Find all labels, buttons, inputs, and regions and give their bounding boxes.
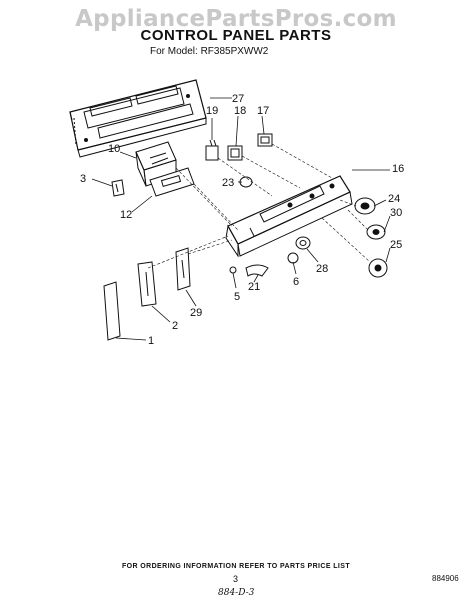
part-18-block bbox=[227, 145, 243, 161]
callout-28: 28 bbox=[316, 263, 328, 275]
part-code: 884906 bbox=[432, 574, 459, 583]
page-title: CONTROL PANEL PARTS bbox=[140, 27, 332, 44]
part-25-knob bbox=[368, 258, 388, 278]
part-5-screw bbox=[229, 266, 237, 274]
part-6-screw bbox=[287, 252, 299, 264]
assembly-lines bbox=[147, 143, 371, 269]
part-27-rear-panel bbox=[69, 79, 207, 158]
page-number: 3 bbox=[233, 574, 239, 584]
part-19-switch bbox=[205, 139, 219, 161]
callout-6: 6 bbox=[293, 276, 299, 288]
part-28-bushing bbox=[295, 236, 311, 250]
leader-lines bbox=[91, 97, 391, 341]
part-24-knob bbox=[354, 197, 376, 215]
callout-25: 25 bbox=[390, 239, 402, 251]
part-12-lens bbox=[149, 167, 195, 197]
callout-1: 1 bbox=[148, 335, 154, 347]
callout-12: 12 bbox=[120, 209, 132, 221]
callout-10: 10 bbox=[108, 143, 120, 155]
callout-2: 2 bbox=[172, 320, 178, 332]
callout-29: 29 bbox=[190, 307, 202, 319]
part-1-end-cap bbox=[103, 281, 121, 341]
part-21-bracket bbox=[245, 264, 269, 277]
handwritten-code: 884-D-3 bbox=[218, 588, 255, 598]
part-3-clip bbox=[111, 179, 125, 197]
part-30-knob bbox=[366, 224, 386, 240]
callout-18: 18 bbox=[234, 105, 246, 117]
part-17-block bbox=[257, 133, 273, 147]
callout-19: 19 bbox=[206, 105, 218, 117]
model-line: For Model: RF385PXWW2 bbox=[150, 46, 269, 57]
callout-16: 16 bbox=[392, 163, 404, 175]
callout-23: 23 bbox=[222, 177, 234, 189]
callout-21: 21 bbox=[248, 281, 260, 293]
callout-30: 30 bbox=[390, 207, 402, 219]
watermark: AppliancePartsPros.com bbox=[75, 6, 397, 32]
part-29-bracket bbox=[175, 247, 191, 291]
part-2-bracket bbox=[137, 261, 157, 307]
callout-3: 3 bbox=[80, 173, 86, 185]
part-10-clock-module bbox=[135, 141, 177, 187]
callout-5: 5 bbox=[234, 291, 240, 303]
ordering-note: FOR ORDERING INFORMATION REFER TO PARTS … bbox=[121, 563, 351, 570]
callout-17: 17 bbox=[257, 105, 269, 117]
callout-24: 24 bbox=[388, 193, 400, 205]
part-16-control-panel bbox=[225, 175, 353, 258]
callout-27: 27 bbox=[232, 93, 244, 105]
